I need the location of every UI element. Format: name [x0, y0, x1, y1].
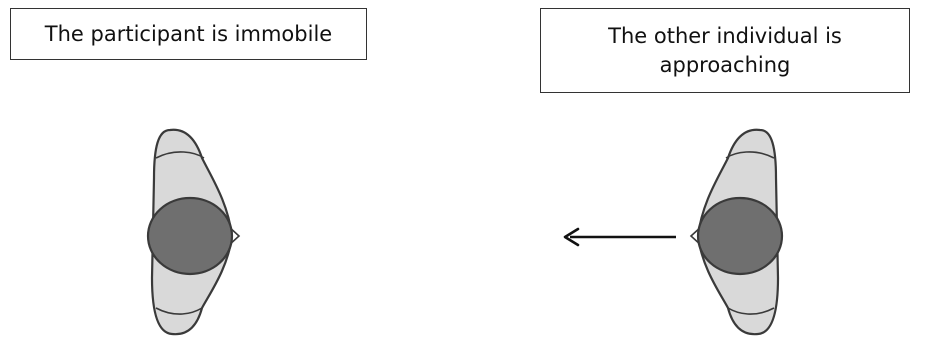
other-individual-figure — [689, 128, 784, 336]
participant-caption: The participant is immobile — [44, 21, 333, 46]
participant-caption-box: The participant is immobile — [10, 8, 367, 60]
approach-arrow-icon — [563, 227, 676, 247]
participant-figure — [146, 128, 241, 336]
participant-head — [146, 196, 234, 276]
other-individual-caption-line-1: The other individual is — [608, 23, 842, 48]
other-individual-head — [696, 196, 784, 276]
other-individual-caption-line-2: approaching — [659, 52, 791, 77]
other-individual-caption-box: The other individual is approaching — [540, 8, 910, 93]
